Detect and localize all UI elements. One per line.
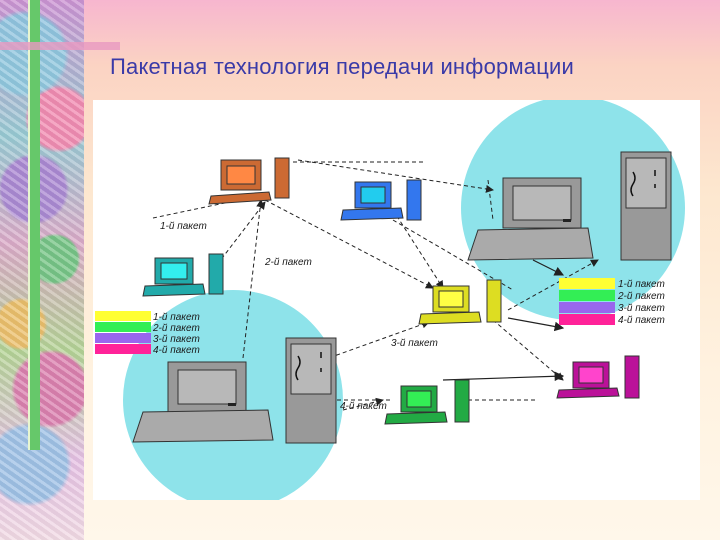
network-diagram: 1-й пакет 2-й пакет 3-й пакет 4-й пакет … — [93, 96, 700, 510]
computer-teal[interactable] — [142, 253, 224, 297]
slide-title: Пакетная технология передачи информации — [110, 54, 574, 79]
arrow-label-packet-4: 4-й пакет — [340, 401, 387, 412]
computer-receiver[interactable] — [467, 151, 672, 261]
computer-blue[interactable] — [340, 179, 422, 221]
arrow-label-packet-2: 2-й пакет — [264, 257, 312, 268]
link-line — [392, 209, 444, 289]
computer-green[interactable] — [384, 379, 470, 425]
link-line — [297, 159, 494, 193]
legend-right-label: 1-й пакет — [618, 279, 665, 290]
computer-yellow[interactable] — [418, 279, 502, 325]
packet-3-swatch — [559, 302, 615, 313]
arrow-label-packet-1: 1-й пакет — [160, 221, 207, 232]
legend-right-label: 2-й пакет — [617, 291, 665, 302]
decorative-top-band — [0, 42, 120, 50]
packet-3-swatch — [95, 333, 151, 343]
packet-4-swatch — [95, 344, 151, 354]
packet-2-swatch — [95, 322, 151, 332]
legend-left: 1-й пакет 2-й пакет 3-й пакет 4-й пакет — [95, 311, 200, 356]
network-diagram-svg: 1-й пакет 2-й пакет 3-й пакет 4-й пакет … — [95, 96, 685, 510]
link-line — [322, 320, 430, 361]
link-arrow — [442, 371, 565, 382]
link-arrow — [532, 259, 565, 276]
legend-left-label: 2-й пакет — [152, 323, 200, 334]
link-line — [507, 259, 599, 311]
legend-right-label: 4-й пакет — [618, 315, 665, 326]
computer-magenta[interactable] — [556, 355, 640, 399]
legend-left-label: 1-й пакет — [153, 312, 200, 323]
packet-1-swatch — [95, 311, 151, 321]
link-arrow — [507, 317, 565, 332]
link-line — [264, 199, 434, 289]
decorative-green-bar — [28, 0, 40, 450]
link-line — [492, 319, 564, 381]
arrow-label-packet-3: 3-й пакет — [391, 338, 438, 349]
legend-left-label: 4-й пакет — [153, 345, 200, 356]
packet-4-swatch — [559, 314, 615, 325]
packet-1-swatch — [559, 278, 615, 289]
legend-right: 1-й пакет 2-й пакет 3-й пакет 4-й пакет — [559, 278, 665, 326]
link-line — [152, 193, 259, 219]
legend-left-label: 3-й пакет — [153, 334, 200, 345]
legend-right-label: 3-й пакет — [618, 303, 665, 314]
link-line — [392, 219, 514, 291]
computer-sender[interactable] — [132, 337, 337, 444]
link-line — [242, 199, 265, 359]
decorative-side-art — [0, 0, 84, 540]
packet-2-swatch — [559, 290, 615, 301]
computer-brown[interactable] — [208, 157, 290, 205]
